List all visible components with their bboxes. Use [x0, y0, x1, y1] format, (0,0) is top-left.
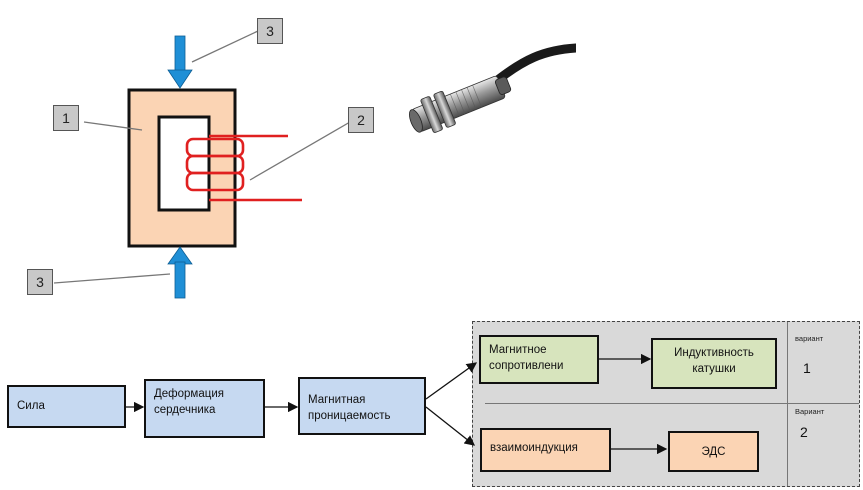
variant-divider-horizontal [485, 403, 859, 404]
sensor-face [409, 109, 423, 133]
node-permeability: Магнитная проницаемость [298, 377, 426, 435]
coil-winding [185, 134, 302, 202]
callout-core: 1 [53, 105, 79, 131]
leader-line-1 [83, 121, 143, 131]
variant-1-number: 1 [803, 360, 811, 376]
force-arrow-top [167, 35, 193, 89]
variant-2-number: 2 [800, 424, 808, 440]
variant-divider-vertical [787, 322, 788, 486]
callout-winding: 2 [348, 107, 374, 133]
sensor-photo-panel [383, 0, 581, 192]
flow-arrows [126, 353, 668, 455]
variant-2-label: Вариант [795, 407, 825, 416]
force-arrow-bottom [167, 246, 193, 299]
leader-line-3-top [191, 30, 259, 63]
node-magnetic-resistance: Магнитное сопротивлени [479, 335, 599, 384]
sensor-nut-rear [433, 90, 456, 128]
leader-line-2 [249, 121, 351, 181]
node-force: Сила [7, 385, 126, 428]
sensor-nut-front [420, 96, 443, 133]
variant-1-label: вариант [795, 334, 824, 343]
core-window [157, 115, 211, 212]
callout-force-bottom: 3 [27, 269, 53, 295]
sensor-schematic [53, 30, 351, 299]
node-mutual-induction: взаимоиндукция [480, 428, 611, 472]
sensor-schematic-panel: 1 2 3 3 [22, 0, 384, 300]
sensor-cap [495, 76, 512, 95]
arrow-permeability-to-resistance [425, 362, 478, 400]
node-coil-inductance: Индуктивность катушки [651, 338, 777, 389]
node-core-deformation: Деформация сердечника [144, 379, 265, 438]
leader-line-3-bottom [53, 273, 171, 284]
callout-force-top: 3 [257, 18, 283, 44]
node-emf: ЭДС [668, 431, 759, 472]
sensor-cable [490, 43, 581, 87]
inductive-sensor-image [409, 43, 581, 133]
arrow-permeability-to-mutual [425, 406, 476, 446]
